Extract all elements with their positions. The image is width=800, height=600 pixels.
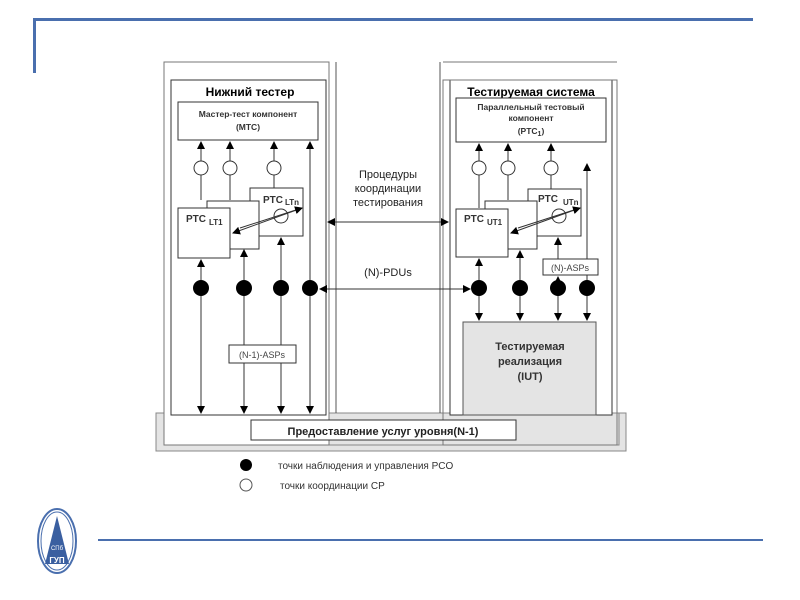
n-asps-label: (N)-ASPs xyxy=(551,263,589,273)
slide-frame-left-line xyxy=(33,18,36,73)
legend-open-circle-icon xyxy=(239,478,253,492)
n-1-asps-label: (N-1)-ASPs xyxy=(239,350,286,360)
pco-filled-circle-icon xyxy=(273,280,289,296)
ptc1-label-line1: Параллельный тестовый xyxy=(477,102,584,112)
ptc-lt1-box xyxy=(177,207,231,259)
legend-filled-circle-icon xyxy=(240,459,252,471)
sut-outer-frame xyxy=(442,79,618,446)
sut-title: Тестируемая система xyxy=(467,85,595,99)
pco-filled-circle-icon xyxy=(579,280,595,296)
ptc-lt1-to-ltn-arrow xyxy=(239,206,303,229)
n-1-asps-box xyxy=(228,344,297,364)
legend: точки наблюдения и управления PCO точки … xyxy=(239,459,454,492)
service-provider-label: Предоставление услуг уровня(N-1) xyxy=(288,426,479,438)
cp-open-circle-icon xyxy=(500,160,516,176)
legend-item-pco: точки наблюдения и управления PCO xyxy=(278,460,454,472)
coordination-label-line2: координации xyxy=(355,183,421,195)
coordination-label-line1: Процедуры xyxy=(359,169,417,181)
ptc1-label-line3: (PTC1) xyxy=(518,126,545,138)
slide-frame-bottom-line xyxy=(98,539,763,541)
mtc-label-line2: (MTC) xyxy=(236,122,260,132)
pco-filled-circle-icon xyxy=(550,280,566,296)
cp-open-circle-icon xyxy=(266,160,282,176)
iut-label-line3: (IUT) xyxy=(517,371,542,383)
pco-filled-circle-icon xyxy=(512,280,528,296)
lower-tester-title: Нижний тестер xyxy=(206,85,295,99)
ptc1-label-line2: компонент xyxy=(509,113,554,123)
n-asps-box xyxy=(542,258,599,276)
university-logo: СПб ГУП xyxy=(37,508,77,574)
pco-filled-circle-icon xyxy=(236,280,252,296)
cp-open-circle-icon xyxy=(222,160,238,176)
ptc-ut1-to-utn-arrow xyxy=(517,206,581,229)
cp-open-circle-icon xyxy=(193,160,209,176)
pco-filled-circle-icon xyxy=(302,280,318,296)
cp-open-circle-icon xyxy=(471,160,487,176)
pdus-label: (N)-PDUs xyxy=(364,267,412,279)
logo-text-bottom: ГУП xyxy=(49,556,65,565)
mtc-label-line1: Мастер-тест компонент xyxy=(199,109,298,119)
iut-label-line1: Тестируемая xyxy=(495,341,564,353)
iut-label-line2: реализация xyxy=(498,356,562,368)
ptc1-box xyxy=(455,97,607,143)
ptc-ut1-box xyxy=(455,208,509,258)
cp-open-circle-icon xyxy=(543,160,559,176)
mtc-box xyxy=(177,101,319,141)
logo-text-top: СПб xyxy=(51,546,64,552)
pco-filled-circle-icon xyxy=(193,280,209,296)
coordination-label-line3: тестирования xyxy=(353,197,423,209)
service-provider-label-box xyxy=(250,419,517,441)
iut-box xyxy=(462,321,597,416)
pco-filled-circle-icon xyxy=(471,280,487,296)
legend-item-cp: точки координации CP xyxy=(280,481,385,492)
slide-frame-top-line xyxy=(33,18,753,21)
